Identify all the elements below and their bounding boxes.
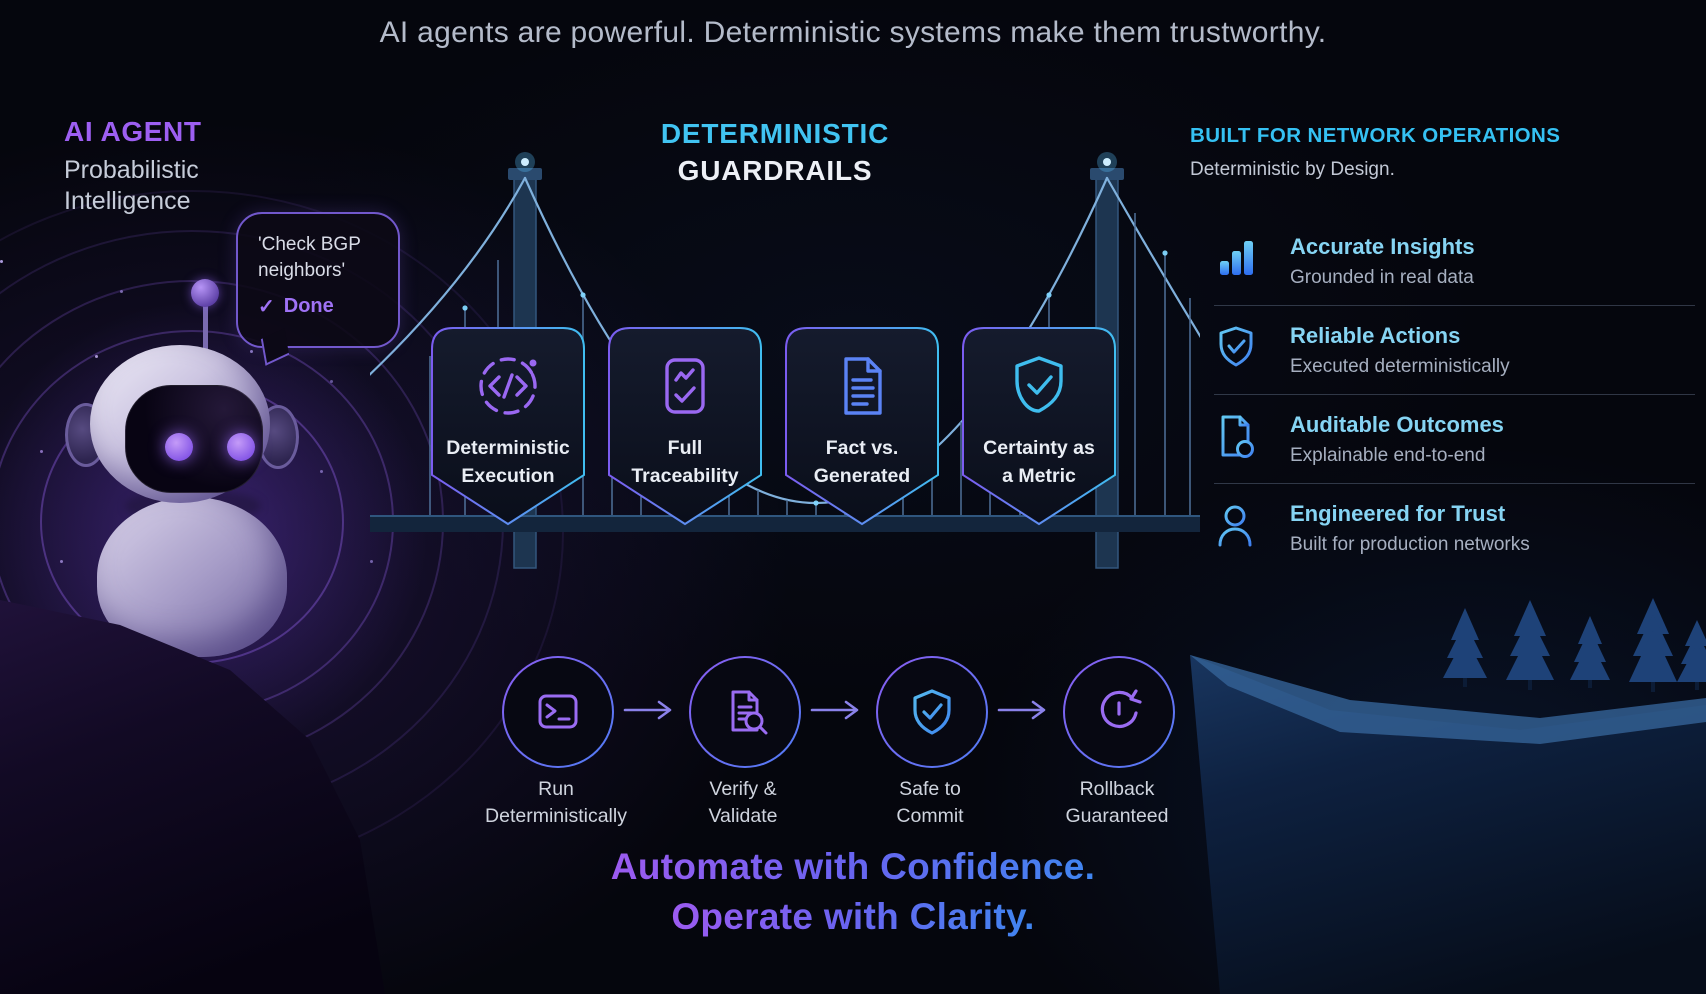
agent-speech-bubble: 'Check BGP neighbors' ✓ Done bbox=[236, 212, 400, 348]
bar-chart-icon bbox=[1220, 241, 1253, 275]
flow-step-commit: Safe to Commit bbox=[876, 656, 986, 827]
ops-item-desc: Grounded in real data bbox=[1290, 267, 1474, 288]
robot-eye-right bbox=[227, 433, 255, 461]
card-deterministic-execution: Deterministic Execution bbox=[429, 325, 587, 527]
card-shape bbox=[962, 327, 1116, 526]
checklist-icon bbox=[665, 358, 705, 414]
arrow-right-icon bbox=[810, 700, 859, 720]
shield-check-icon bbox=[1219, 326, 1253, 367]
code-icon bbox=[479, 357, 537, 415]
ops-item-title: Engineered for Trust bbox=[1290, 501, 1506, 526]
flow-circle bbox=[502, 656, 614, 768]
rollback-icon bbox=[1100, 689, 1142, 728]
ops-item-desc: Explainable end-to-end bbox=[1290, 445, 1486, 466]
ops-item-accurate-insights: Accurate Insights Grounded in real data bbox=[1190, 217, 1695, 305]
ops-item-desc: Executed deterministically bbox=[1290, 356, 1510, 377]
flow-step-verify: Verify & Validate bbox=[689, 656, 799, 827]
flow-circle bbox=[876, 656, 988, 768]
speech-line2: neighbors' bbox=[258, 260, 346, 282]
speech-bubble-text: 'Check BGP neighbors' bbox=[238, 214, 398, 284]
arrow-right-icon bbox=[997, 700, 1046, 720]
speech-done-row: ✓ Done bbox=[238, 284, 398, 319]
tagline-line1: Automate with Confidence. bbox=[610, 846, 1096, 887]
flow-step-run: Run Deterministically bbox=[485, 656, 627, 827]
ai-agent-subtitle: Probabilistic Intelligence bbox=[64, 155, 199, 218]
arrow-right-icon bbox=[623, 700, 672, 720]
terminal-icon bbox=[538, 694, 578, 729]
flow-label: Verify & Validate bbox=[708, 778, 778, 827]
card-label: Deterministic Execution bbox=[446, 437, 570, 487]
guardrails-title-line1: DETERMINISTIC bbox=[660, 118, 890, 149]
guardrails-title: DETERMINISTIC GUARDRAILS bbox=[575, 118, 975, 187]
tower-light-left bbox=[521, 158, 529, 166]
card-label: Full Traceability bbox=[631, 437, 739, 487]
ops-item-title: Auditable Outcomes bbox=[1290, 412, 1504, 437]
flow-label: Rollback Guaranteed bbox=[1065, 778, 1169, 827]
card-label: Certainty as a Metric bbox=[983, 437, 1095, 487]
robot-antenna-ball bbox=[191, 279, 219, 307]
card-label: Fact vs. Generated bbox=[813, 437, 911, 487]
ai-agent-subtitle-line1: Probabilistic bbox=[64, 156, 199, 184]
flow-label: Run Deterministically bbox=[485, 778, 627, 827]
card-certainty-metric: Certainty as a Metric bbox=[960, 325, 1118, 527]
card-fact-vs-generated: Fact vs. Generated bbox=[783, 325, 941, 527]
ai-agent-title: AI AGENT bbox=[64, 116, 202, 147]
guardrails-title-line2: GUARDRAILS bbox=[677, 155, 873, 186]
flow-circle bbox=[1063, 656, 1175, 768]
ops-item-title: Accurate Insights bbox=[1290, 234, 1475, 259]
card-full-traceability: Full Traceability bbox=[606, 325, 764, 527]
card-shape bbox=[608, 327, 762, 526]
ops-item-engineered-trust: Engineered for Trust Built for productio… bbox=[1190, 484, 1695, 572]
pine-trees bbox=[1443, 598, 1706, 692]
divider bbox=[1214, 305, 1695, 306]
divider bbox=[1214, 394, 1695, 395]
ops-item-title: Reliable Actions bbox=[1290, 323, 1461, 348]
robot-antenna bbox=[203, 303, 208, 351]
document-icon bbox=[844, 357, 882, 415]
bridge-deck bbox=[370, 516, 1200, 532]
flow-label: Safe to Commit bbox=[896, 778, 964, 827]
ops-item-auditable-outcomes: Auditable Outcomes Explainable end-to-en… bbox=[1190, 395, 1695, 483]
speech-line1: 'Check BGP bbox=[258, 234, 361, 255]
done-label: Done bbox=[283, 295, 334, 318]
ops-item-reliable-actions: Reliable Actions Executed deterministica… bbox=[1190, 306, 1695, 394]
flow-circle bbox=[689, 656, 801, 768]
shield-check-icon bbox=[913, 689, 951, 735]
network-ops-title: BUILT FOR NETWORK OPERATIONS bbox=[1190, 124, 1561, 147]
card-shape bbox=[785, 327, 939, 526]
shield-check-icon bbox=[1015, 356, 1063, 413]
network-ops-subtitle: Deterministic by Design. bbox=[1190, 159, 1395, 180]
network-ops-items: Accurate Insights Grounded in real data … bbox=[1190, 217, 1695, 572]
ops-item-desc: Built for production networks bbox=[1290, 534, 1530, 555]
card-shape bbox=[431, 327, 585, 526]
robot-eye-left bbox=[165, 433, 193, 461]
headline: AI agents are powerful. Deterministic sy… bbox=[379, 16, 1327, 49]
person-icon bbox=[1218, 505, 1252, 547]
flow-step-rollback: Rollback Guaranteed bbox=[1063, 656, 1173, 827]
audit-document-icon bbox=[1221, 415, 1254, 458]
tower-light-right bbox=[1103, 158, 1111, 166]
document-search-icon bbox=[731, 690, 768, 735]
network-ops-panel: BUILT FOR NETWORK OPERATIONS Determinist… bbox=[1190, 124, 1695, 572]
check-icon: ✓ bbox=[258, 296, 275, 319]
tagline-line2: Operate with Clarity. bbox=[671, 896, 1035, 937]
divider bbox=[1214, 483, 1695, 484]
ai-agent-subtitle-line2: Intelligence bbox=[64, 187, 191, 216]
